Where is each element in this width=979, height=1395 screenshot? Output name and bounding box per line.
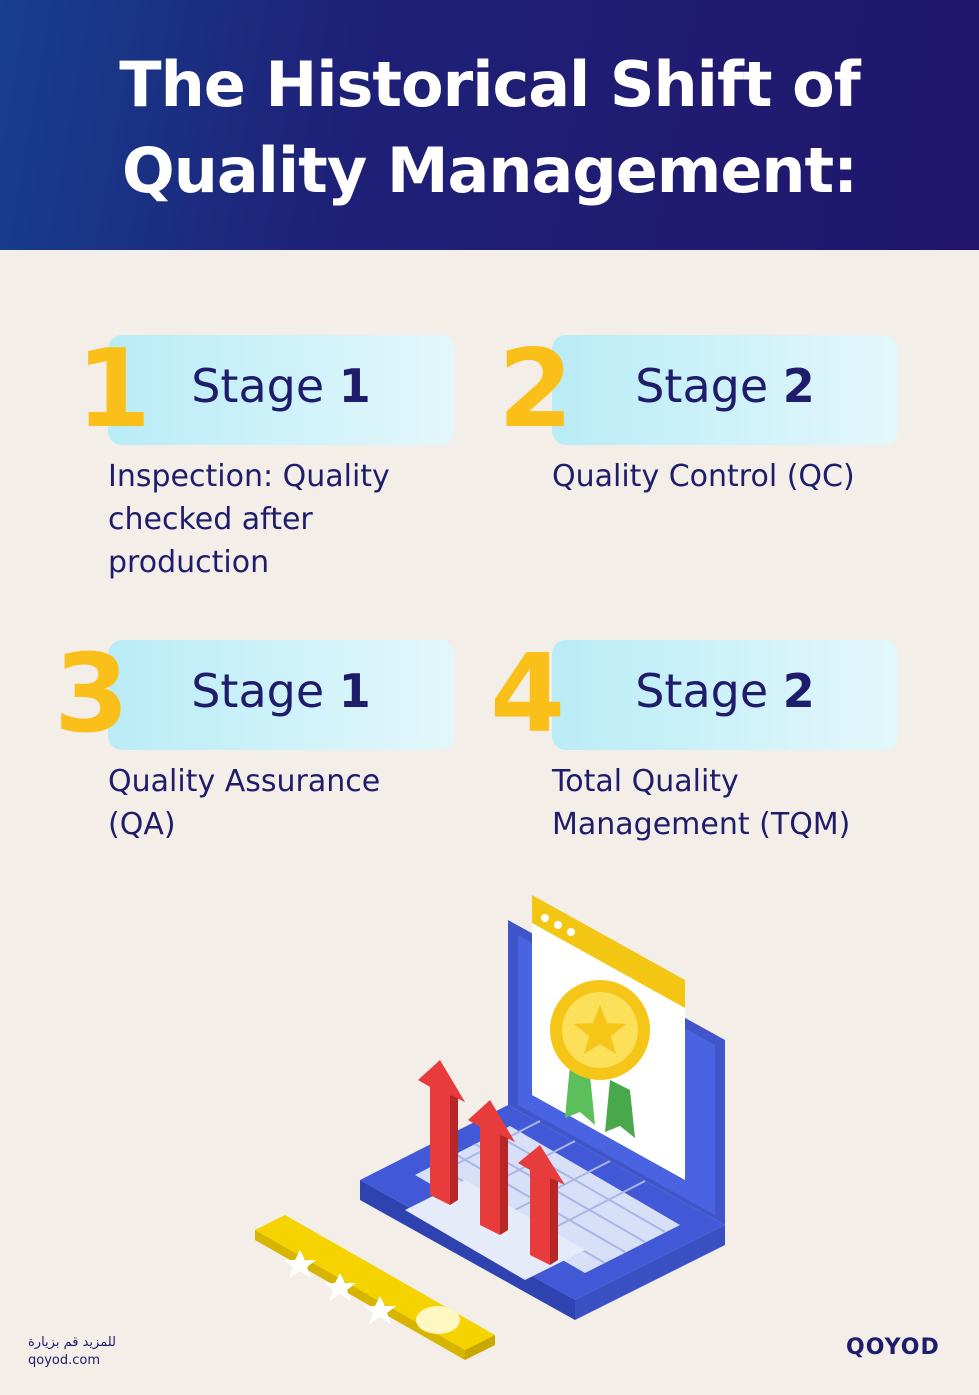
title-line-2: Quality Management: [122,134,858,207]
stage-pill-text-4: Stage 2 [552,640,898,750]
stage-description-3: Quality Assurance (QA) [108,764,381,842]
stage-card-2: 2 Stage 2 Quality Control (QC) [498,330,938,590]
qoyod-logo: QOYOD [846,1335,940,1360]
stage-number-2: 2 [498,327,574,452]
stage-label: Stage [191,359,325,413]
award-badge-icon [550,980,650,1138]
title-line-1: The Historical Shift of [119,48,860,121]
stage-pill-text-2: Stage 2 [552,335,898,445]
illustration-svg [255,895,725,1360]
stage-pill-4: Stage 2 [552,640,898,750]
header-banner: The Historical Shift of Quality Manageme… [0,0,979,250]
page-title: The Historical Shift of Quality Manageme… [0,42,979,214]
stage-label-number: 1 [338,664,371,718]
stage-label: Stage [191,664,325,718]
stage-label-number: 1 [338,359,371,413]
stage-label-number: 2 [782,664,815,718]
stage-number-1: 1 [76,327,152,452]
stage-number-3: 3 [54,632,130,757]
stage-pill-text-3: Stage 1 [108,640,454,750]
stage-pill-3: Stage 1 [108,640,454,750]
stage-pill-2: Stage 2 [552,335,898,445]
stage-description-4: Total Quality Management (TQM) [552,764,851,842]
footer-arabic-text: للمزيد قم بزيارة [28,1335,116,1350]
stage-pill-text-1: Stage 1 [108,335,454,445]
stage-label: Stage [635,359,769,413]
quality-illustration [240,880,740,1364]
stage-description-2: Quality Control (QC) [552,459,855,494]
stage-number-4: 4 [490,632,566,757]
stage-label-number: 2 [782,359,815,413]
growth-arrows-icon [418,1060,565,1265]
stage-label: Stage [635,664,769,718]
footer-website: للمزيد قم بزيارة qoyod.com [28,1334,116,1370]
rating-stars-icon [255,1215,495,1360]
stage-description-1: Inspection: Quality checked after produc… [108,459,390,580]
stage-card-3: 3 Stage 1 Quality Assurance (QA) [54,635,494,895]
stage-pill-1: Stage 1 [108,335,454,445]
footer-url[interactable]: qoyod.com [28,1353,101,1368]
stage-card-4: 4 Stage 2 Total Quality Management (TQM) [490,635,938,895]
stage-card-1: 1 Stage 1 Inspection: Quality checked af… [54,330,494,590]
